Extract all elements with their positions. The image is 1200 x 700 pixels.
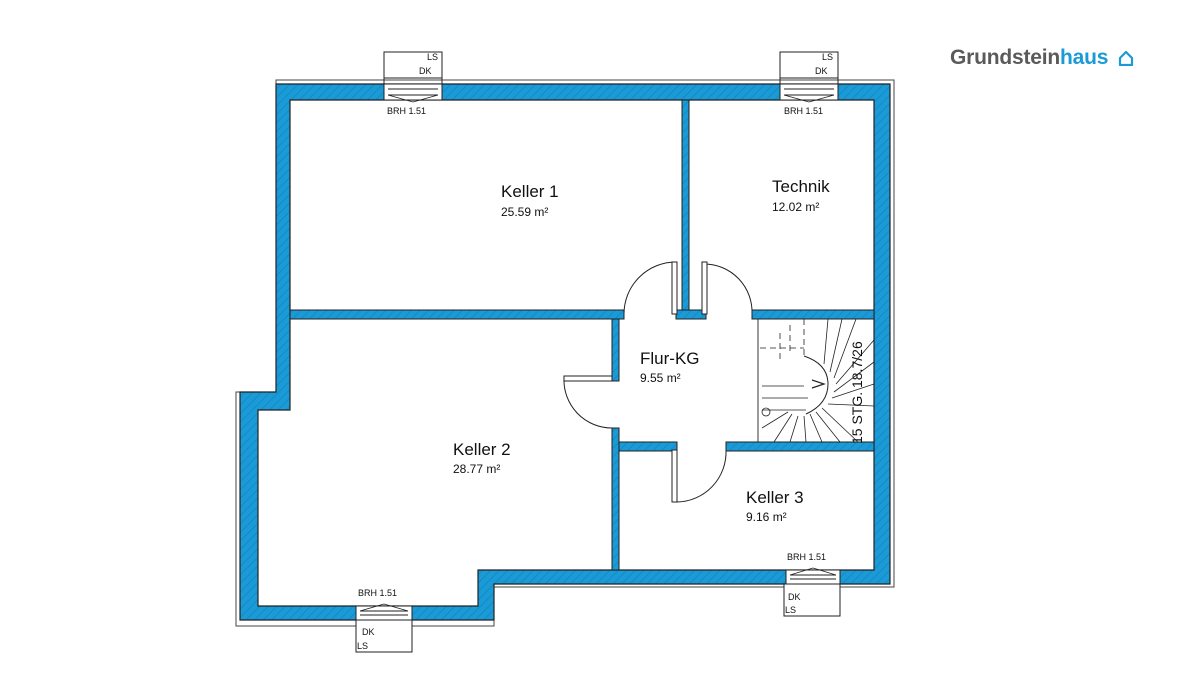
window-bottom-left-dk: DK [362, 627, 375, 637]
door-keller1 [623, 261, 678, 315]
doors [563, 261, 753, 503]
interior-walls [289, 99, 875, 571]
door-keller3 [671, 449, 727, 503]
outer-outline [235, 79, 895, 627]
room-keller2-name: Keller 2 [453, 440, 511, 459]
wall-keller1-technik [681, 99, 690, 311]
room-technik-area: 12.02 m² [772, 200, 819, 214]
door-keller2 [563, 375, 613, 429]
brand-name-accent: haus [1060, 46, 1109, 69]
window-top-right-dk: DK [815, 66, 828, 76]
window-top-right-brh: BRH 1.51 [784, 106, 823, 116]
window-top-left: LS DK BRH 1.51 [383, 51, 443, 116]
window-top-left-ls: LS [427, 52, 438, 62]
wall-flur-west-bottom [611, 427, 620, 571]
room-technik-name: Technik [772, 177, 830, 196]
wall-technik-bottom [751, 309, 875, 320]
window-bottom-right: BRH 1.51 DK LS [783, 552, 841, 617]
brand-name-main: Grundstein [950, 46, 1061, 69]
window-top-right: LS DK BRH 1.51 [779, 51, 839, 116]
room-keller2-area: 28.77 m² [453, 462, 500, 476]
room-keller3-name: Keller 3 [746, 488, 804, 507]
window-top-right-ls: LS [822, 52, 833, 62]
wall-keller1-bottom-left [289, 309, 625, 320]
window-bottom-left-brh: BRH 1.51 [358, 588, 397, 598]
window-top-left-dk: DK [419, 66, 432, 76]
window-bottom-left-ls: LS [357, 641, 368, 651]
staircase [757, 318, 875, 443]
house-icon [1118, 50, 1133, 67]
stairs-label: 15 STG. 18.7/26 [849, 341, 865, 444]
window-bottom-right-brh: BRH 1.51 [787, 552, 826, 562]
room-flur-name: Flur-KG [640, 349, 700, 368]
window-bottom-right-ls: LS [785, 605, 796, 615]
door-technik [701, 261, 753, 315]
wall-flur-west-top [611, 318, 620, 382]
brand-logo: Grundsteinhaus [950, 46, 1134, 70]
window-bottom-left: BRH 1.51 DK LS [355, 588, 413, 653]
room-keller1-name: Keller 1 [501, 182, 559, 201]
window-bottom-right-dk: DK [788, 592, 801, 602]
window-top-left-brh: BRH 1.51 [387, 106, 426, 116]
exterior-wall [239, 83, 891, 621]
wall-flur-south-left [618, 441, 678, 452]
room-keller3-area: 9.16 m² [746, 510, 787, 524]
room-keller1-area: 25.59 m² [501, 205, 548, 219]
room-flur-area: 9.55 m² [640, 371, 681, 385]
